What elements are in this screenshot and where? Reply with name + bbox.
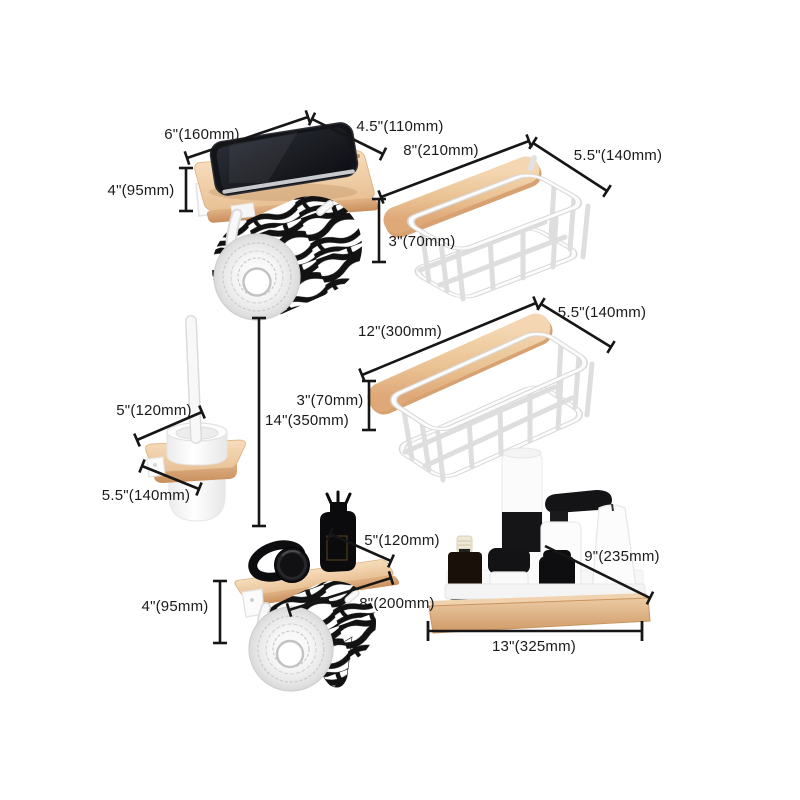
black-bottle (320, 490, 356, 572)
dim-line-item6-depth (544, 544, 655, 605)
dim-line-item3-depth (536, 297, 616, 354)
dim-line-item2-depth (528, 136, 612, 198)
basket-wires (417, 183, 591, 302)
bracket-screw (153, 463, 157, 467)
dim-label-brush-height: 14"(350mm) (265, 412, 349, 429)
bracket-screw (250, 598, 254, 602)
dim-label-item5-width: 8"(200mm) (359, 595, 434, 612)
wire-end-nub-inner (317, 201, 333, 215)
dim-label-item5-height: 4"(95mm) (142, 598, 209, 615)
dim-line-item1-width (183, 109, 312, 166)
dim-line-brush-width (133, 405, 206, 447)
dim-line-brush-depth (138, 459, 203, 496)
basket-bottom-rim (398, 385, 583, 478)
wire-basket-long (367, 313, 595, 483)
dim-line-item1-depth (307, 112, 388, 161)
dim-line-item2-width (377, 133, 533, 205)
dim-label-item1-depth: 4.5"(110mm) (356, 118, 443, 135)
dim-line-item5-depth (325, 527, 396, 568)
tall-bottle-black-band (501, 447, 543, 593)
dim-line-item3-width (358, 296, 540, 382)
dim-label-item6-width: 13"(325mm) (492, 638, 576, 655)
brush-handle (186, 316, 201, 443)
dim-line-item5-width (285, 570, 395, 618)
toilet-paper-holder-with-shelf (234, 490, 400, 692)
dimension-labels: 6"(160mm) 4.5"(110mm) 4"(95mm) 8"(210mm)… (102, 118, 662, 655)
dim-label-item1-height: 4"(95mm) (108, 182, 175, 199)
toilet-roll-face (248, 606, 334, 692)
dim-label-item3-width: 12"(300mm) (358, 323, 442, 340)
dim-label-item1-width: 6"(160mm) (164, 126, 239, 143)
dim-label-item2-width: 8"(210mm) (403, 142, 478, 159)
watch-glass-highlight (281, 550, 301, 557)
dim-label-item6-depth: 9"(235mm) (584, 548, 659, 565)
dim-label-item2-depth: 5.5"(140mm) (574, 147, 662, 164)
dim-label-brush-width: 5"(120mm) (116, 402, 191, 419)
dim-label-item3-height: 3"(70mm) (297, 392, 364, 409)
dim-label-item5-depth: 5"(120mm) (364, 532, 439, 549)
dim-label-brush-depth: 5.5"(140mm) (102, 487, 190, 504)
bathroom-tray-shelf (428, 447, 651, 634)
hook-wire (528, 155, 537, 171)
toilet-roll-face (213, 233, 301, 321)
dim-label-item3-depth: 5.5"(140mm) (558, 304, 646, 321)
toilet-paper-holder-with-phone-shelf (194, 122, 379, 321)
dimension-annotations (133, 109, 655, 645)
dim-label-item2-height: 3"(70mm) (389, 233, 456, 250)
